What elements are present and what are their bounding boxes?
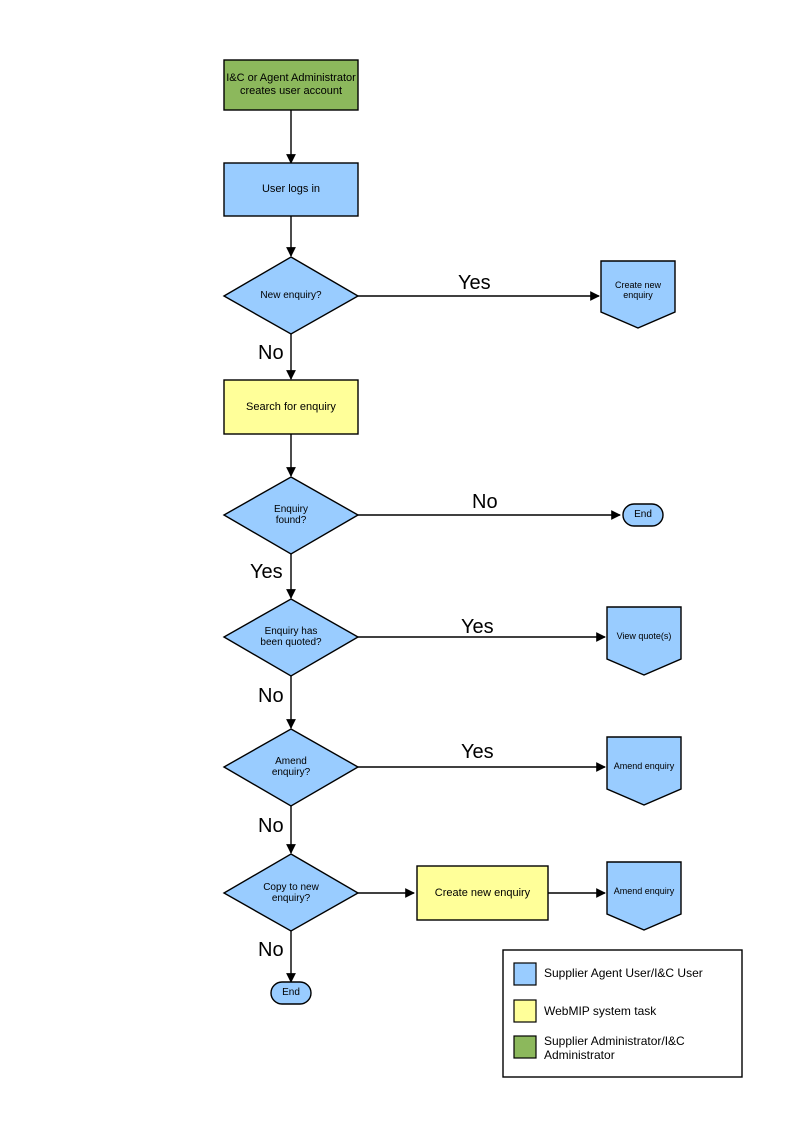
node-view-quotes (606, 606, 682, 676)
node-user-logs-in (223, 162, 359, 217)
node-end-1 (622, 503, 664, 527)
node-end-2 (270, 981, 312, 1005)
node-create-new-enquiry-2 (416, 865, 549, 921)
legend-box (502, 949, 743, 1078)
node-enquiry-found (222, 476, 360, 555)
legend-swatch-admin (513, 1035, 537, 1059)
node-new-enquiry (222, 256, 360, 335)
node-amend-enquiry-2 (606, 861, 682, 931)
legend-label-admin: Supplier Administrator/I&C Administrator (544, 1034, 685, 1063)
legend-label-user: Supplier Agent User/I&C User (544, 966, 703, 980)
legend-label-system: WebMIP system task (544, 1004, 657, 1018)
node-search-for-enquiry (223, 379, 359, 435)
node-amend-enquiry-1 (606, 736, 682, 806)
node-amend-enquiry-q (222, 728, 360, 807)
node-admin-creates-account (223, 59, 359, 111)
node-create-new-enquiry-1 (600, 260, 676, 329)
node-copy-to-new-enquiry (222, 853, 360, 932)
node-enquiry-quoted (222, 598, 360, 677)
legend-swatch-user (513, 962, 537, 986)
legend-swatch-system (513, 999, 537, 1023)
connector-group (286, 110, 621, 983)
